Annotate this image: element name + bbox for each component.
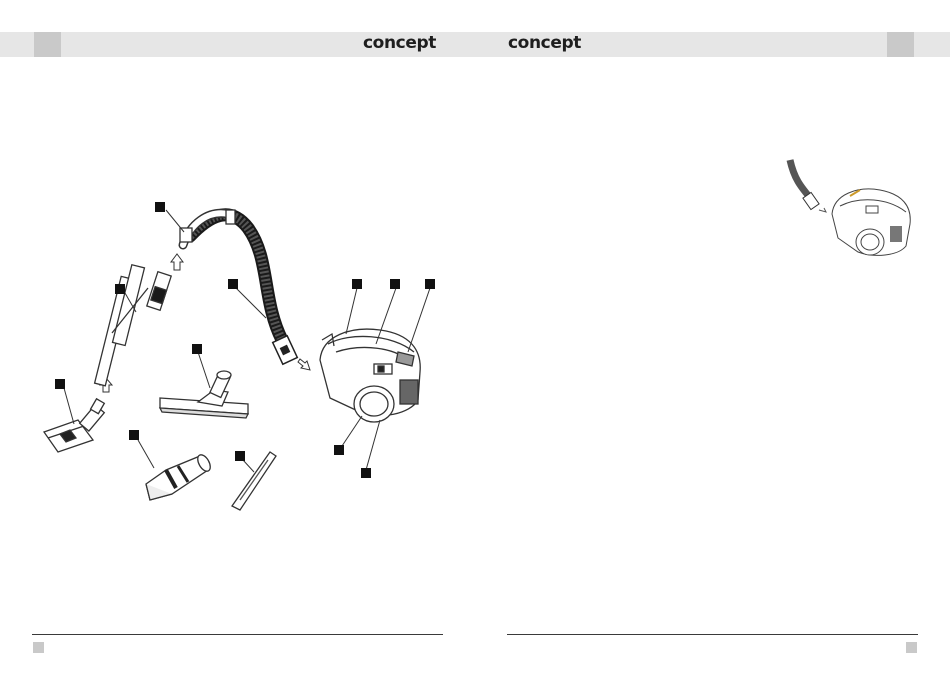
parquet-brush [160,371,248,418]
flexible-hose [180,210,297,364]
footer-rule-left [32,634,443,635]
upholstery-nozzle [146,453,213,500]
page-marker-right [906,642,917,653]
vacuum-main-body [320,329,420,422]
page-marker-left [33,642,44,653]
combination-floor-nozzle [44,399,104,452]
hose-connection-illustration [790,160,910,255]
footer-rule-right [507,634,918,635]
telescopic-tube [95,265,172,386]
